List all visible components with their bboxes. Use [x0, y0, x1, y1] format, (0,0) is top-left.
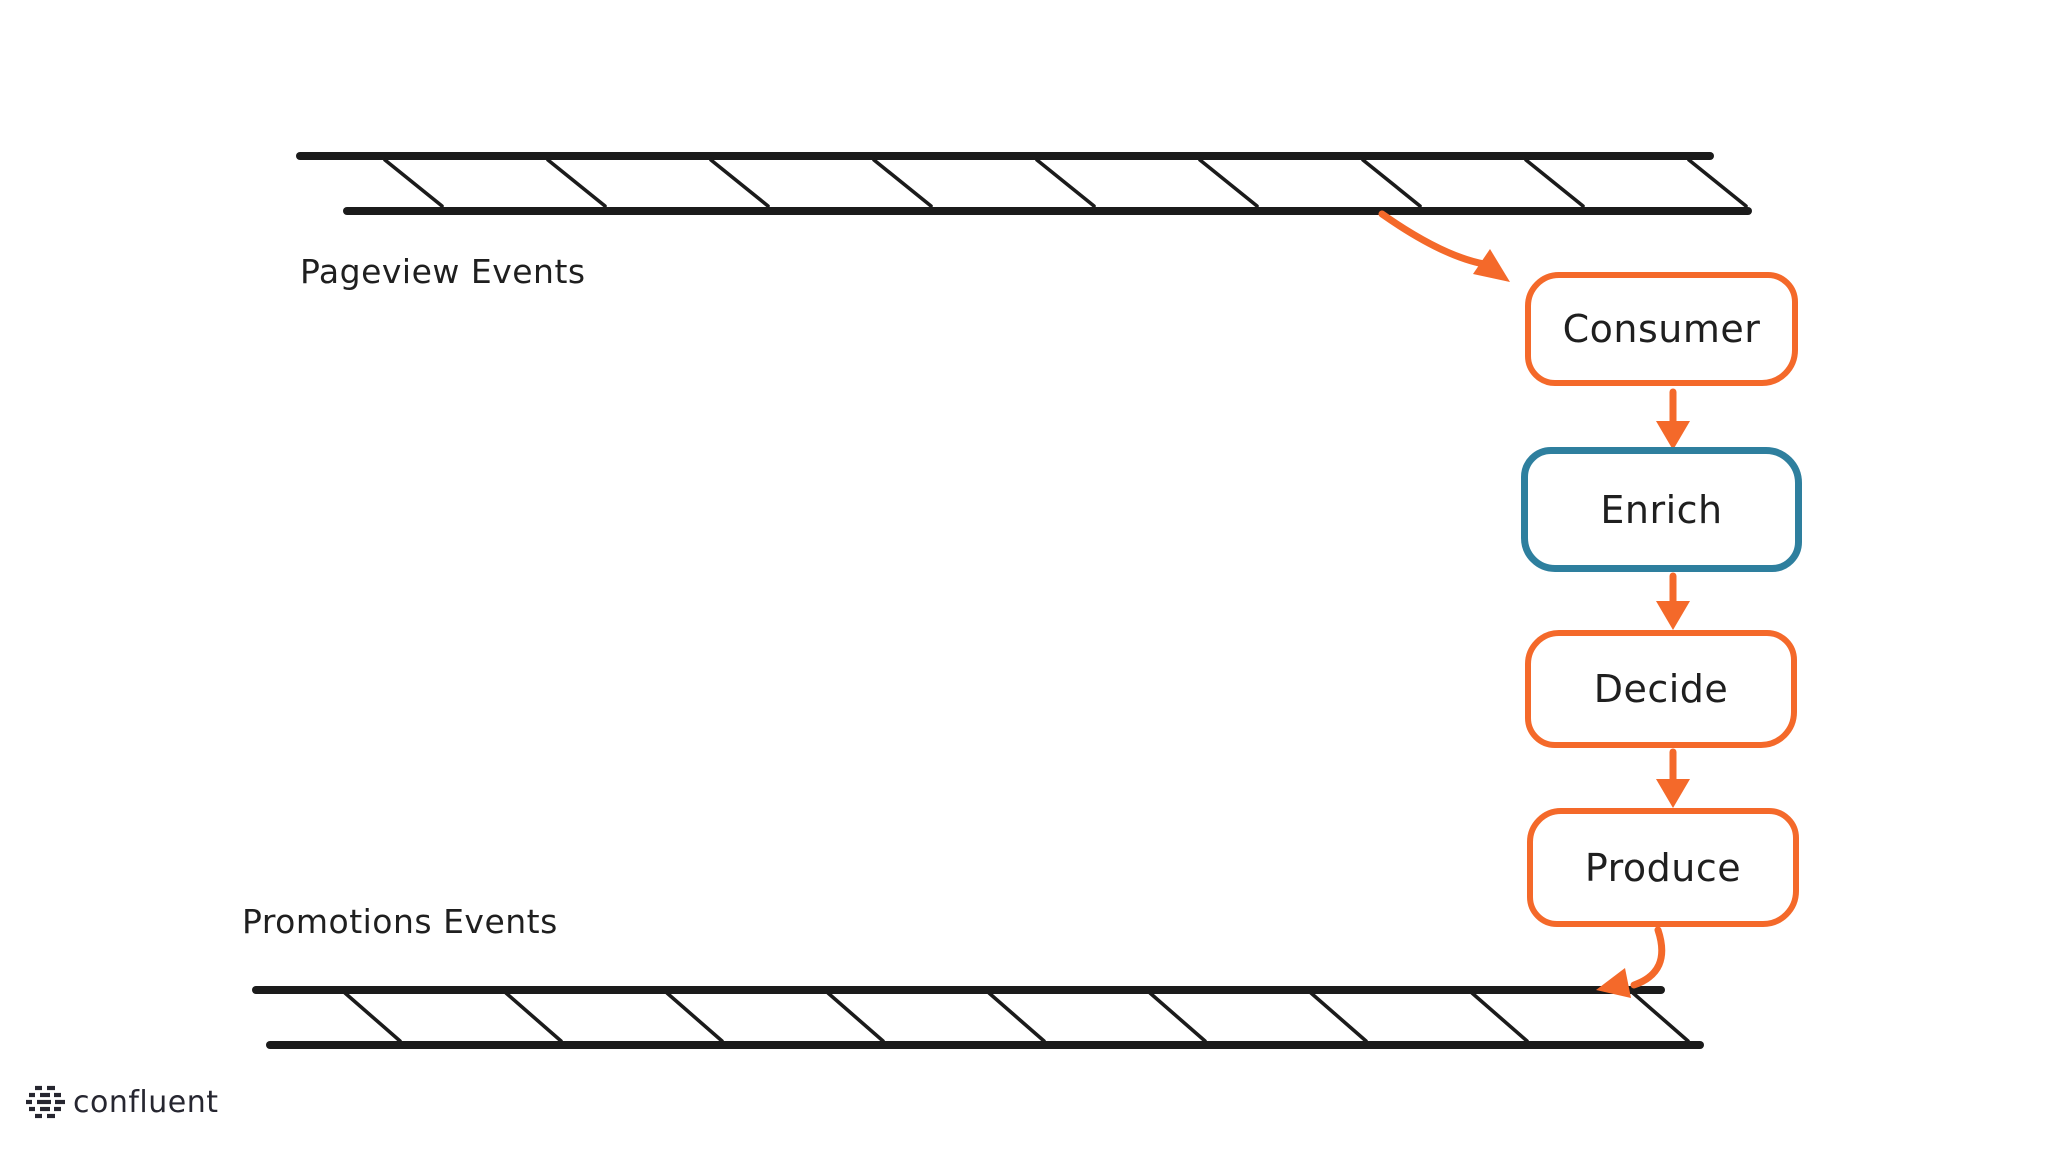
- arrow-produce-to-stream-icon: [1596, 926, 1666, 998]
- promotions-stream-track: [252, 986, 1704, 1049]
- pageview-stream-track: [296, 152, 1752, 215]
- promotions-track-hatches: [343, 991, 1690, 1043]
- confluent-logo-text: confluent: [73, 1084, 219, 1120]
- node-consumer-label: Consumer: [1562, 307, 1761, 351]
- node-decide: Decide: [1525, 630, 1797, 748]
- node-produce: Produce: [1527, 808, 1799, 927]
- pageview-stream-label: Pageview Events: [300, 252, 586, 291]
- confluent-logo-icon: [26, 1085, 65, 1119]
- node-enrich-label: Enrich: [1600, 487, 1723, 532]
- promotions-stream-label: Promotions Events: [242, 902, 558, 941]
- confluent-logo: confluent: [24, 1080, 219, 1124]
- node-enrich: Enrich: [1521, 447, 1802, 572]
- arrow-decide-to-produce-icon: [1656, 748, 1690, 808]
- node-produce-label: Produce: [1584, 845, 1742, 890]
- arrow-enrich-to-decide-icon: [1656, 572, 1690, 630]
- arrow-stream-to-consumer-icon: [1378, 210, 1510, 282]
- node-decide-label: Decide: [1593, 667, 1729, 711]
- node-consumer: Consumer: [1525, 272, 1798, 386]
- pageview-track-hatches: [383, 158, 1748, 208]
- arrow-consumer-to-enrich-icon: [1656, 388, 1690, 450]
